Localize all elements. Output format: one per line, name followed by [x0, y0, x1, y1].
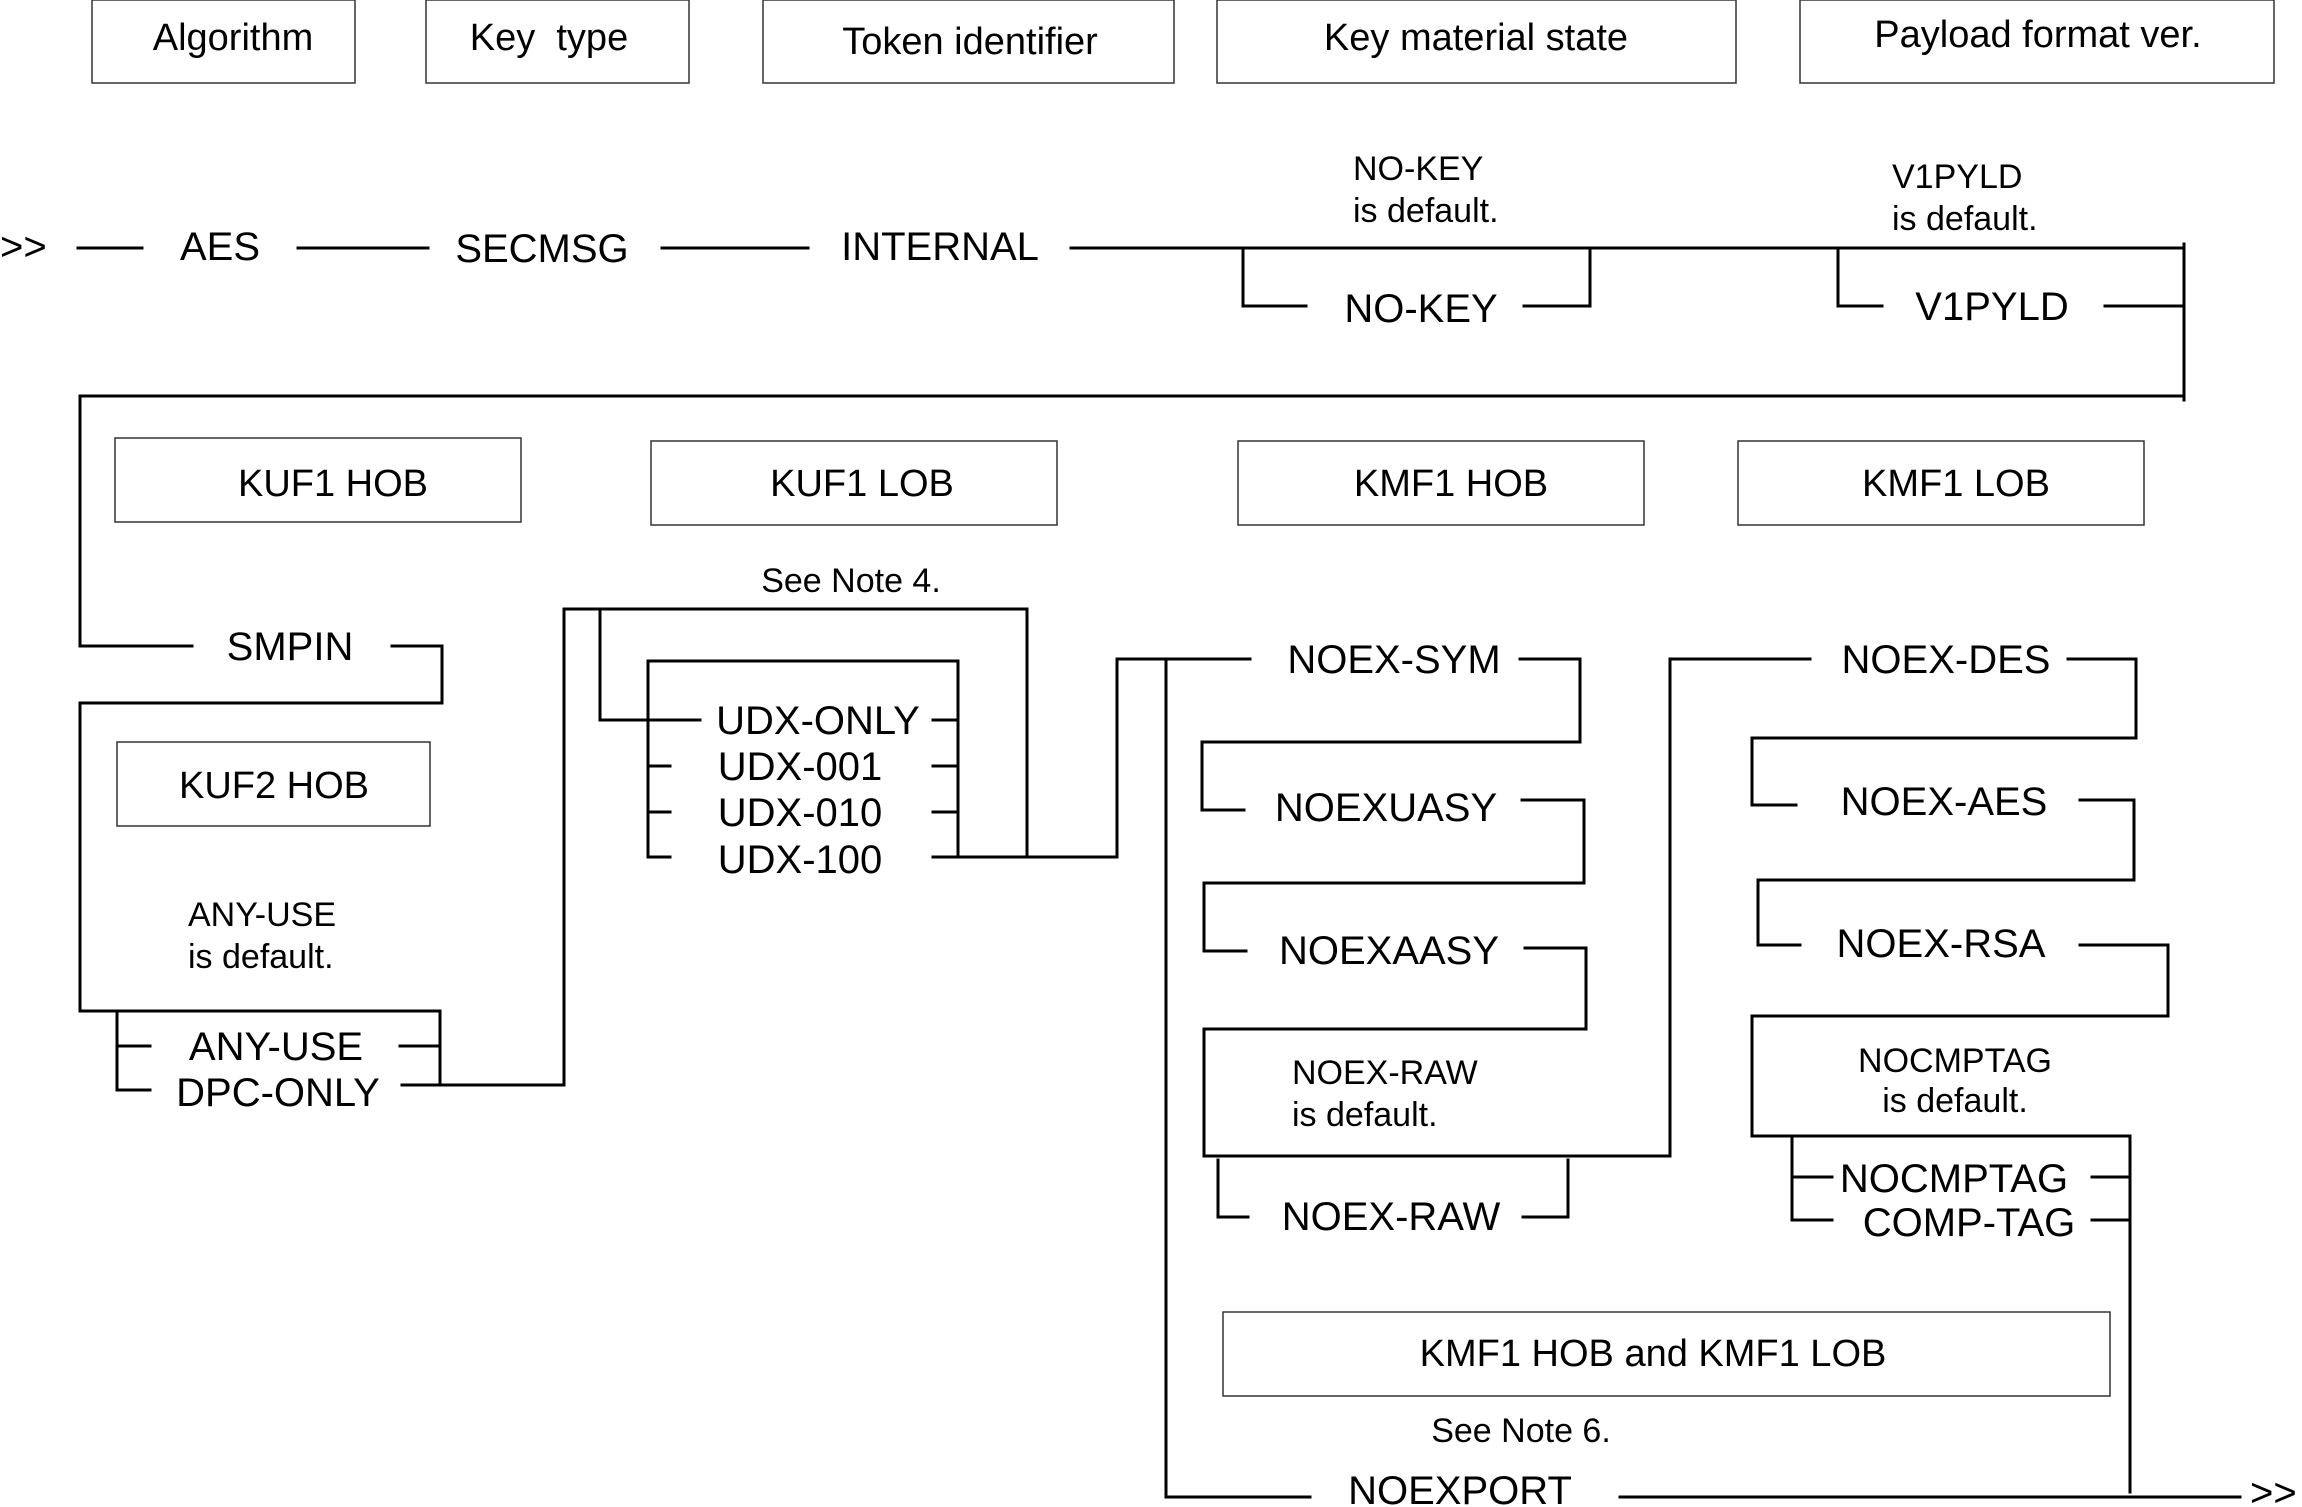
header-kuf2-hob: KUF2 HOB	[116, 741, 431, 827]
keyword-nocmptag: NOCMPTAG	[1840, 1157, 2068, 1201]
any-use-default-note-line2: is default.	[188, 938, 334, 976]
header-kmf1-hob-and-lob-label: KMF1 HOB and KMF1 LOB	[1420, 1333, 1887, 1375]
v1pyld-default-note-line1: V1PYLD	[1892, 158, 2022, 196]
keyword-noex-sym: NOEX-SYM	[1287, 638, 1500, 682]
no-key-default-note-line1: NO-KEY	[1353, 150, 1483, 188]
header-kuf1-lob-label: KUF1 LOB	[770, 463, 954, 505]
header-kmf1-lob: KMF1 LOB	[1737, 440, 2145, 526]
keyword-noex-raw: NOEX-RAW	[1282, 1195, 1501, 1239]
keyword-noexport: NOEXPORT	[1348, 1469, 1572, 1507]
end-marker: >>	[2250, 1471, 2297, 1507]
keyword-udx-only: UDX-ONLY	[716, 699, 920, 743]
keyword-noex-aes: NOEX-AES	[1841, 780, 2048, 824]
kmf1-hob-lines	[1115, 657, 1812, 1499]
header-key-type-label: Key type	[470, 17, 628, 59]
noex-raw-default-note-line1: NOEX-RAW	[1292, 1054, 1478, 1092]
header-key-material-state-label: Key material state	[1324, 17, 1628, 59]
header-token-identifier-label: Token identifier	[842, 21, 1098, 63]
header-kmf1-lob-label: KMF1 LOB	[1862, 463, 2050, 505]
keyword-aes: AES	[180, 225, 260, 269]
header-kuf1-hob-label: KUF1 HOB	[238, 463, 428, 505]
keyword-secmsg: SECMSG	[455, 227, 628, 271]
keyword-comp-tag: COMP-TAG	[1863, 1201, 2076, 1245]
start-marker: >>	[0, 225, 47, 269]
header-algorithm-label: Algorithm	[153, 17, 314, 59]
header-kuf2-hob-label: KUF2 HOB	[179, 765, 369, 807]
keyword-dpc-only: DPC-ONLY	[176, 1071, 380, 1115]
header-key-type: Key type	[425, 0, 690, 84]
header-key-material-state: Key material state	[1216, 0, 1737, 84]
v1pyld-default-note-line2: is default.	[1892, 200, 2038, 238]
header-algorithm: Algorithm	[91, 0, 356, 84]
row1-lines	[76, 242, 2186, 648]
keyword-noex-rsa: NOEX-RSA	[1837, 922, 2046, 966]
keyword-noexaasy: NOEXAASY	[1279, 929, 1499, 973]
keyword-any-use: ANY-USE	[189, 1025, 363, 1069]
keyword-smpin: SMPIN	[227, 625, 354, 669]
header-kmf1-hob-and-lob: KMF1 HOB and KMF1 LOB	[1222, 1311, 2111, 1397]
keyword-udx-100: UDX-100	[718, 838, 883, 882]
header-kmf1-hob-label: KMF1 HOB	[1354, 463, 1548, 505]
keyword-v1pyld: V1PYLD	[1915, 285, 2068, 329]
no-key-default-note-line2: is default.	[1353, 192, 1499, 230]
nocmptag-default-note-line1: NOCMPTAG	[1858, 1042, 2052, 1080]
see-note-6: See Note 6.	[1431, 1412, 1611, 1450]
any-use-default-note-line1: ANY-USE	[188, 896, 336, 934]
kuf-hob-lines	[78, 607, 566, 1092]
keyword-noexuasy: NOEXUASY	[1275, 786, 1497, 830]
kmf1-lob-lines	[1750, 657, 2170, 1494]
header-kmf1-hob: KMF1 HOB	[1237, 440, 1645, 526]
keyword-no-key: NO-KEY	[1344, 287, 1497, 331]
kuf1-lob-lines	[562, 607, 1119, 859]
see-note-4: See Note 4.	[761, 562, 941, 600]
header-kuf1-lob: KUF1 LOB	[650, 440, 1058, 526]
keyword-internal: INTERNAL	[841, 225, 1039, 269]
keyword-udx-010: UDX-010	[718, 791, 883, 835]
keyword-udx-001: UDX-001	[718, 745, 883, 789]
header-token-identifier: Token identifier	[762, 0, 1175, 84]
noex-raw-default-note-line2: is default.	[1292, 1096, 1438, 1134]
header-kuf1-hob: KUF1 HOB	[114, 437, 522, 523]
header-payload-format-ver-label: Payload format ver.	[1874, 14, 2201, 56]
keyword-noex-des: NOEX-DES	[1842, 638, 2051, 682]
nocmptag-default-note-line2: is default.	[1882, 1082, 2028, 1120]
header-payload-format-ver: Payload format ver.	[1799, 0, 2275, 84]
